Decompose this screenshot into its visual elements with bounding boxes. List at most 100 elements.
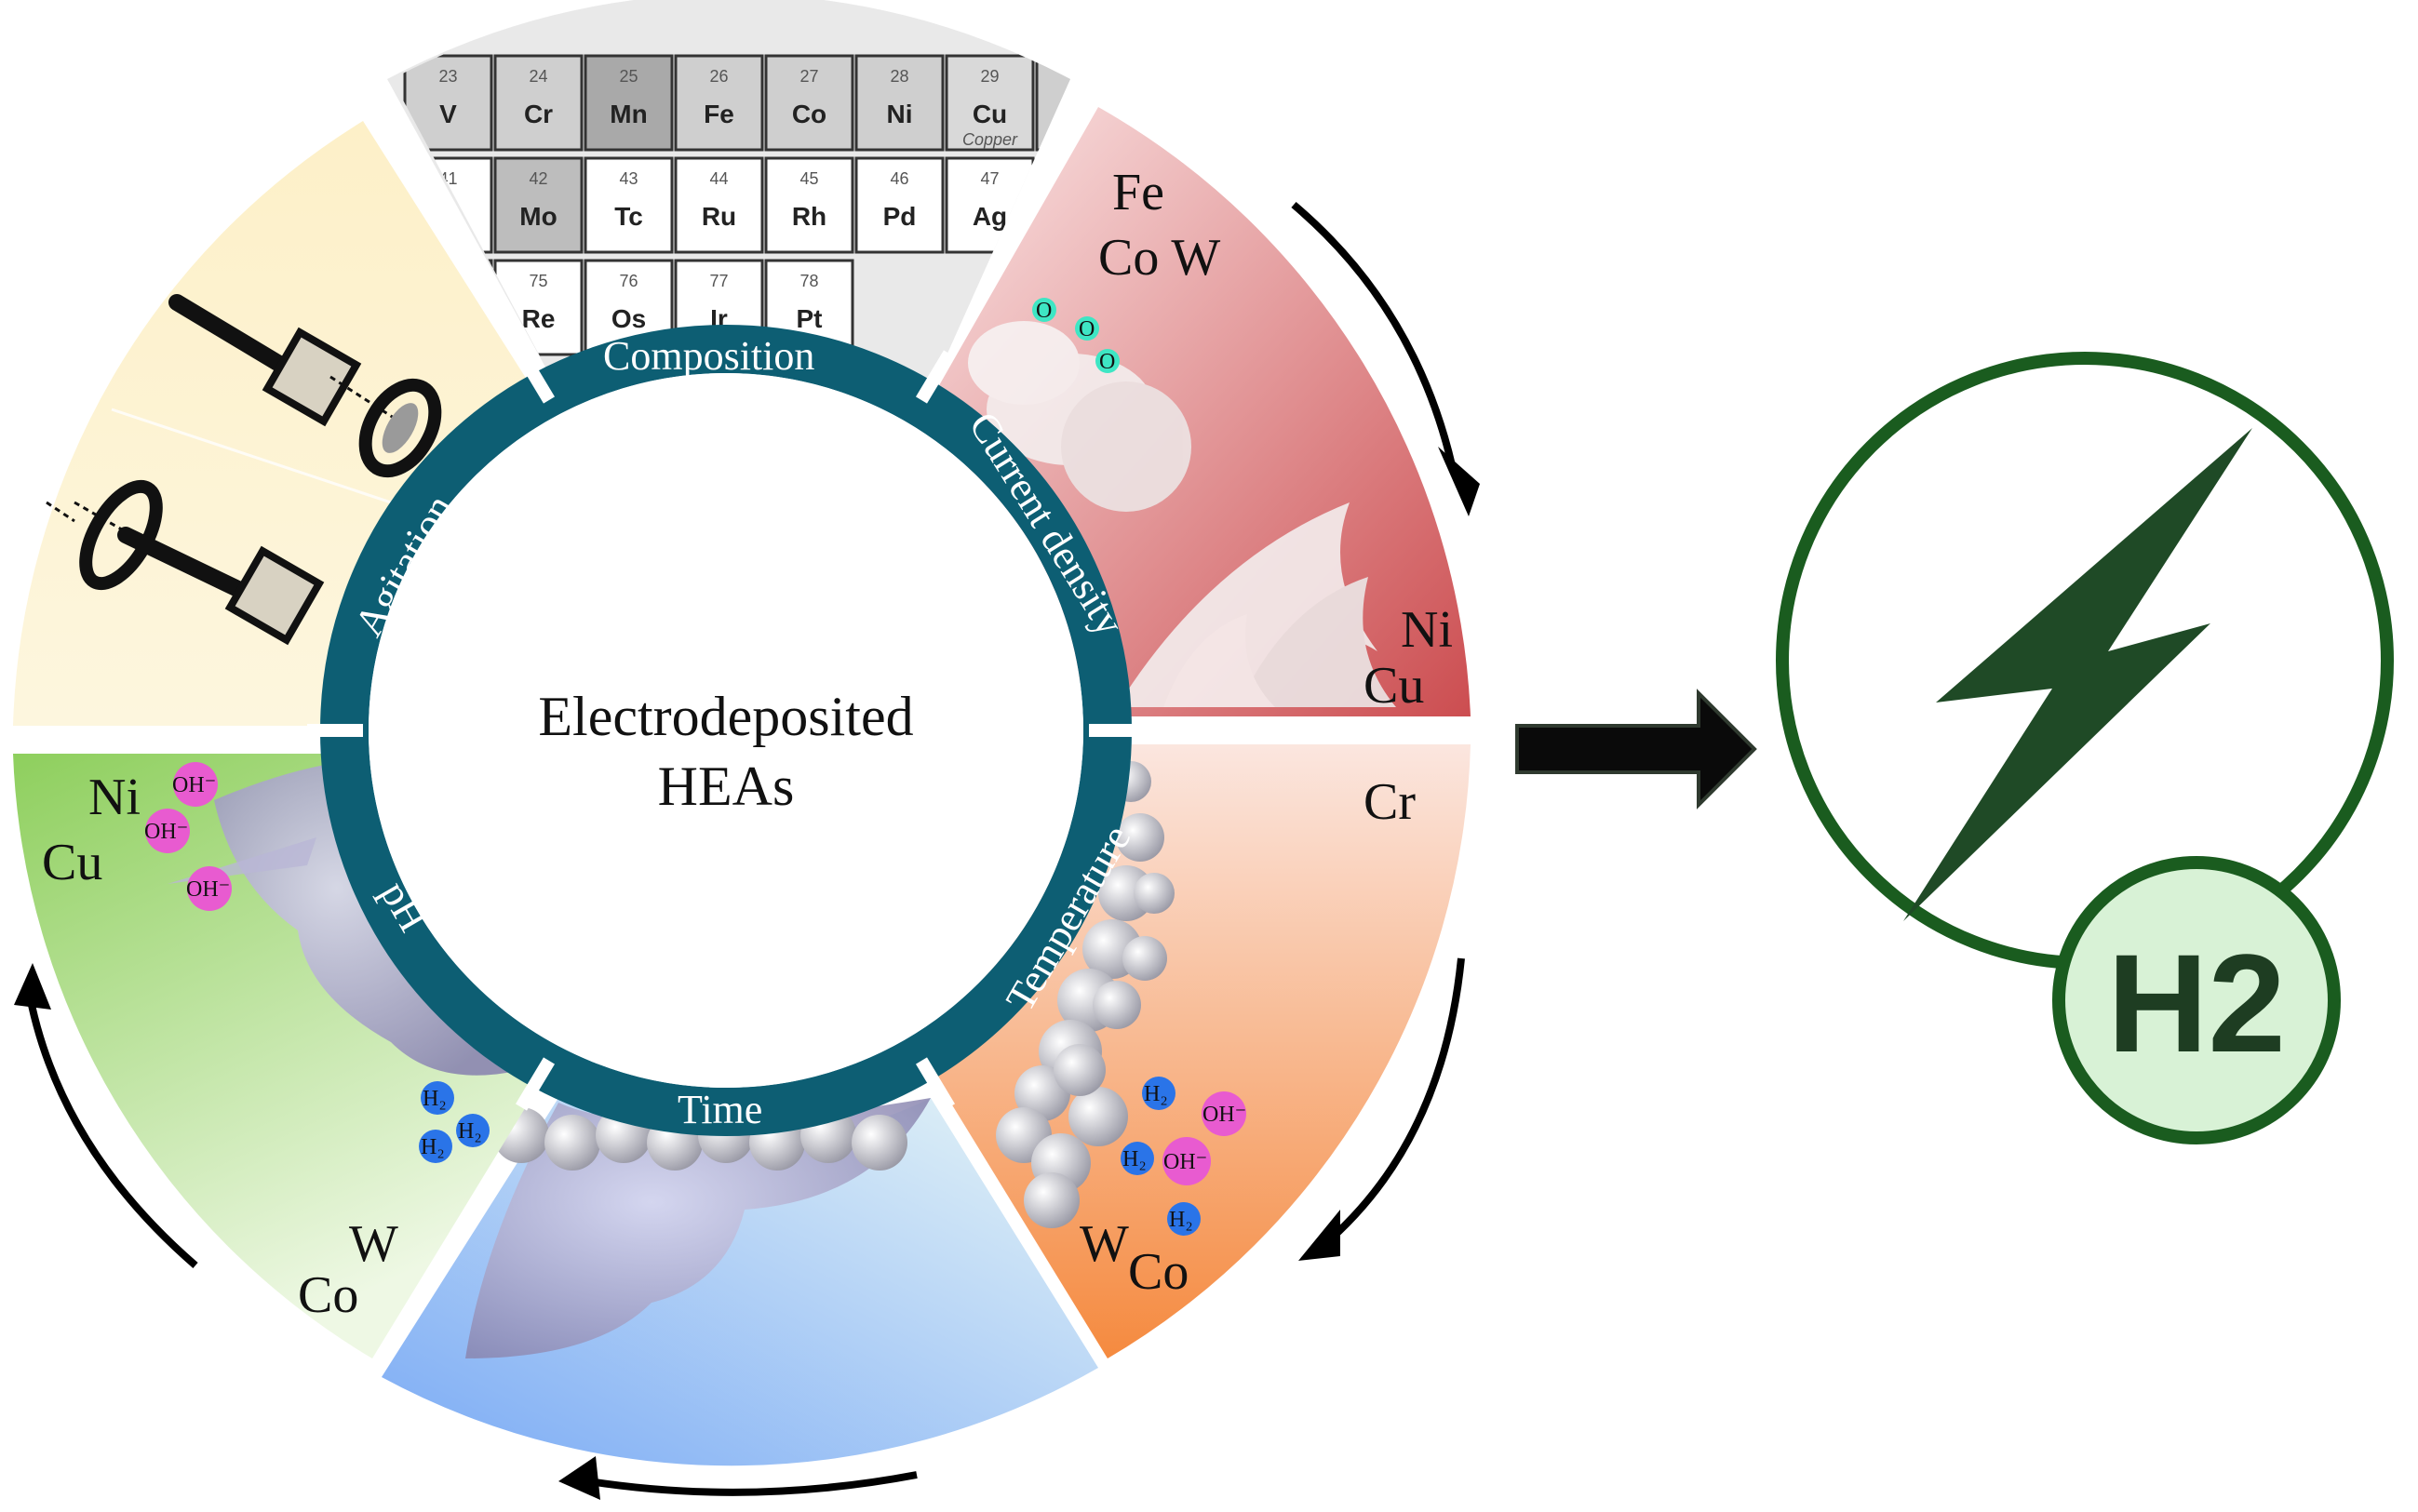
- element-number: 23: [438, 67, 457, 86]
- svg-text:OH⁻: OH⁻: [1163, 1150, 1207, 1174]
- svg-text:OH⁻: OH⁻: [172, 773, 216, 797]
- element-number: 78: [799, 272, 818, 290]
- element-symbol: Tc: [614, 202, 643, 231]
- deposit-sphere: [1054, 1044, 1106, 1096]
- svg-text:O: O: [1036, 299, 1052, 323]
- parameter-ring: Composition Current density Temperature …: [307, 325, 1145, 1136]
- svg-text:O: O: [1099, 350, 1115, 374]
- svg-text:H₂: H₂: [1122, 1147, 1147, 1171]
- dendrite-structure: [968, 321, 1396, 707]
- element-number: 75: [529, 272, 547, 290]
- element-number: 76: [619, 272, 638, 290]
- element-fe: Fe: [1112, 164, 1164, 221]
- element-number: 28: [890, 67, 908, 86]
- h2-label: H2: [2107, 925, 2286, 1081]
- svg-text:OH⁻: OH⁻: [186, 877, 230, 902]
- element-ni: Ni: [88, 769, 141, 826]
- stirrer-top: [168, 294, 442, 478]
- lightning-bolt-icon: [1903, 428, 2252, 921]
- element-cu: Cu: [1363, 657, 1424, 715]
- element-co-w: Co W: [1098, 229, 1220, 287]
- element-ni: Ni: [1401, 601, 1453, 659]
- cycle-arrowheads: [14, 447, 1480, 1500]
- element-cu: Cu: [42, 834, 102, 891]
- element-number: 45: [799, 169, 818, 188]
- element-number: 77: [709, 272, 728, 290]
- element-symbol: Cr: [524, 100, 553, 128]
- element-symbol: Mo: [519, 202, 557, 231]
- element-symbol: Pt: [797, 304, 823, 333]
- element-symbol: V: [439, 100, 457, 128]
- element-caption: Copper: [962, 130, 1018, 149]
- deposit-sphere: [544, 1115, 600, 1171]
- element-cell-v: 23V: [403, 54, 493, 152]
- element-number: 30: [1070, 67, 1089, 86]
- ions-ph: OH⁻ OH⁻ OH⁻ H₂ H₂ H₂: [144, 762, 490, 1163]
- element-symbol: Ni: [887, 100, 913, 128]
- element-symbol: Pd: [883, 202, 917, 231]
- svg-text:H₂: H₂: [421, 1135, 445, 1159]
- deposit-sphere: [1134, 873, 1175, 914]
- segment-agitation: [13, 121, 540, 726]
- element-co: Co: [1128, 1243, 1189, 1301]
- element-symbol: Fe: [704, 100, 734, 128]
- element-number: 29: [980, 67, 999, 86]
- element-w: W: [1080, 1215, 1129, 1273]
- deposit-sphere: [1116, 813, 1164, 862]
- element-symbol: Re: [522, 304, 556, 333]
- element-number: 25: [619, 67, 638, 86]
- element-symbol: Os: [611, 304, 646, 333]
- element-symbol: Cu: [973, 100, 1007, 128]
- element-symbol: Ag: [973, 202, 1007, 231]
- element-w: W: [349, 1215, 398, 1273]
- element-number: 26: [709, 67, 728, 86]
- deposit-sphere: [1122, 936, 1167, 981]
- element-symbol: Mn: [610, 100, 647, 128]
- center-title-line1: Electrodeposited: [538, 686, 913, 747]
- deposit-sphere: [1093, 981, 1141, 1029]
- cycle-arrows: [24, 201, 1465, 1496]
- element-number: 46: [890, 169, 908, 188]
- element-number: 27: [799, 67, 818, 86]
- svg-text:H₂: H₂: [458, 1119, 482, 1144]
- element-cr: Cr: [1363, 773, 1416, 831]
- element-number: 42: [529, 169, 547, 188]
- svg-text:H₂: H₂: [1169, 1208, 1193, 1232]
- element-number: 24: [529, 67, 547, 86]
- element-symbol: Nb: [431, 202, 465, 231]
- center-title-line2: HEAs: [658, 756, 795, 817]
- element-number: 47: [980, 169, 999, 188]
- element-symbol: Co: [792, 100, 826, 128]
- element-symbol: Rh: [792, 202, 826, 231]
- element-number: 43: [619, 169, 638, 188]
- output-arrow: [1515, 689, 1757, 810]
- deposit-sphere: [852, 1115, 907, 1171]
- element-co: Co: [298, 1266, 358, 1324]
- deposit-sphere: [1068, 1087, 1128, 1146]
- sphere-cluster: [996, 761, 1175, 1228]
- svg-text:H₂: H₂: [423, 1087, 447, 1111]
- oxygen-ions: O O O: [1032, 298, 1120, 374]
- svg-text:H₂: H₂: [1144, 1082, 1168, 1106]
- svg-text:O: O: [1079, 317, 1095, 341]
- hydrogen-energy-icon: H2: [1776, 352, 2394, 1144]
- svg-text:OH⁻: OH⁻: [144, 820, 188, 844]
- deposit-sphere: [1024, 1172, 1080, 1228]
- ions-temperature: H₂ OH⁻ H₂ OH⁻ H₂: [1121, 1077, 1246, 1236]
- ring-label-composition: Composition: [603, 333, 814, 379]
- element-symbol: Ru: [702, 202, 736, 231]
- svg-text:OH⁻: OH⁻: [1202, 1103, 1246, 1127]
